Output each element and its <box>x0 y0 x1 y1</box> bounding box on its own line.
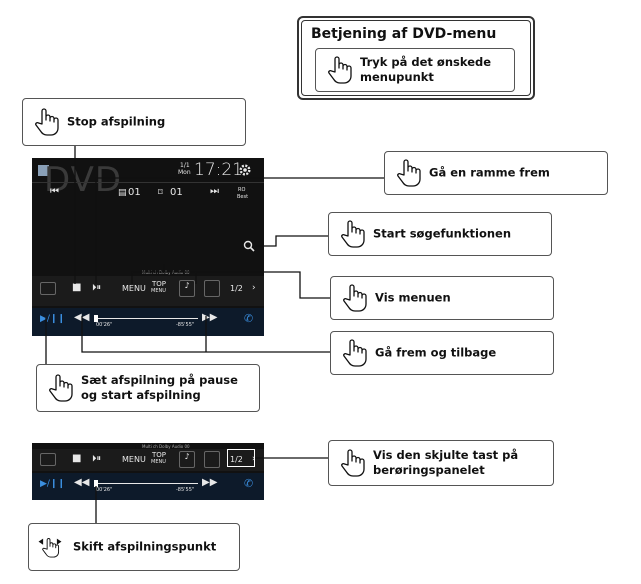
stop-icon[interactable]: ■ <box>72 453 82 464</box>
audio-button[interactable]: ♪ <box>179 451 195 468</box>
next-icon[interactable]: ⏭ <box>210 186 219 197</box>
gear-icon[interactable] <box>238 163 252 177</box>
top-menu-button[interactable]: TOP <box>152 280 167 288</box>
dvd-menu-box: Betjening af DVD-menu Tryk på det ønsked… <box>297 16 535 100</box>
fast-forward-icon[interactable]: ▶▶ <box>202 312 218 323</box>
pointing-hand-icon <box>341 283 367 313</box>
date-weekday: Mon <box>178 169 191 176</box>
page-indicator[interactable]: 1/2 <box>230 284 243 293</box>
menu-button[interactable]: MENU <box>122 455 146 464</box>
frame-advance-icon[interactable]: ⏵⏸ <box>92 283 102 293</box>
date-day: 1/1 <box>180 162 190 169</box>
play-pause-icon[interactable]: ▶/❙❙ <box>40 314 66 324</box>
prev-icon[interactable]: ⏮ <box>50 186 59 197</box>
callout-play-pause: Sæt afspilning på pause og start afspiln… <box>36 364 260 412</box>
title-number: 01 <box>170 187 183 198</box>
pointing-hand-icon <box>33 107 59 137</box>
dvd-menu-title: Betjening af DVD-menu <box>311 26 497 42</box>
chevron-right-icon[interactable]: › <box>252 454 256 464</box>
stop-icon[interactable]: ■ <box>72 282 82 293</box>
seek-bar[interactable] <box>94 483 198 484</box>
pointing-hand-icon <box>47 373 73 403</box>
audio-info: Multi ch Dolby Audio 00 <box>142 444 190 449</box>
full-screen-button[interactable] <box>40 453 56 466</box>
seek-bar[interactable] <box>94 318 198 319</box>
pointing-hand-icon <box>341 338 367 368</box>
subtitle-button[interactable] <box>204 280 220 297</box>
audio-button[interactable]: ♪ <box>179 280 195 297</box>
time-remaining: -85'55" <box>176 322 195 328</box>
pointing-hand-icon <box>339 219 365 249</box>
dvd-menu-instruction: Tryk på det ønskede menupunkt <box>315 48 515 92</box>
time-elapsed: 00'26" <box>96 322 113 328</box>
callout-hidden-keys: Vis den skjulte tast på berøringspanelet <box>328 440 554 486</box>
chevron-right-icon[interactable]: › <box>252 283 256 293</box>
callout-stop: Stop afspilning <box>22 98 246 146</box>
callout-menu: Vis menuen <box>330 276 554 320</box>
time-remaining: -85'55" <box>176 487 195 493</box>
rewind-icon[interactable]: ◀◀ <box>74 312 90 323</box>
play-pause-icon[interactable]: ▶/❙❙ <box>40 479 66 489</box>
chapter-icon: ▤ <box>118 188 127 198</box>
menu-button[interactable]: MENU <box>122 284 146 293</box>
subtitle-button[interactable] <box>204 451 220 468</box>
side-sub: Best <box>237 194 249 200</box>
source-icon[interactable] <box>38 165 49 176</box>
playback-screen-2: Multi ch Dolby Audio 00 ■ ⏵⏸ MENU TOP ME… <box>32 443 264 500</box>
fast-forward-icon[interactable]: ▶▶ <box>202 477 218 488</box>
callout-seek: Gå frem og tilbage <box>330 331 554 375</box>
frame-advance-icon[interactable]: ⏵⏸ <box>92 454 102 464</box>
seek-handle[interactable] <box>94 315 98 322</box>
pointing-hand-icon <box>395 158 421 188</box>
playback-screen-1: DVD 1/1 Mon 17:21 ⏮ ▤ 01 ⌑ 01 ⏭ RO Best … <box>32 158 264 336</box>
top-menu-sub: MENU <box>151 288 166 294</box>
pointing-hand-icon <box>339 448 365 478</box>
side-info: RO <box>238 187 246 193</box>
top-menu-sub: MENU <box>151 459 166 465</box>
top-menu-button[interactable]: TOP <box>152 451 167 459</box>
title-icon: ⌑ <box>158 188 163 198</box>
rewind-icon[interactable]: ◀◀ <box>74 477 90 488</box>
page-highlight <box>227 449 255 467</box>
search-icon[interactable] <box>243 240 255 252</box>
seek-handle[interactable] <box>94 480 98 487</box>
audio-info: Multi ch Dolby Audio 00 <box>142 270 190 275</box>
callout-search: Start søgefunktionen <box>328 212 552 256</box>
page-indicator[interactable]: 1/2 <box>230 455 243 464</box>
drag-hand-icon <box>38 537 62 558</box>
phone-icon[interactable]: ✆ <box>244 312 254 325</box>
callout-frame-advance: Gå en ramme frem <box>384 151 608 195</box>
chapter-number: 01 <box>128 187 141 198</box>
full-screen-button[interactable] <box>40 282 56 295</box>
phone-icon[interactable]: ✆ <box>244 477 254 490</box>
clock: 17:21 <box>194 160 243 180</box>
pointing-hand-icon <box>326 55 352 85</box>
callout-change-point: Skift afspilningspunkt <box>28 523 240 571</box>
time-elapsed: 00'26" <box>96 487 113 493</box>
